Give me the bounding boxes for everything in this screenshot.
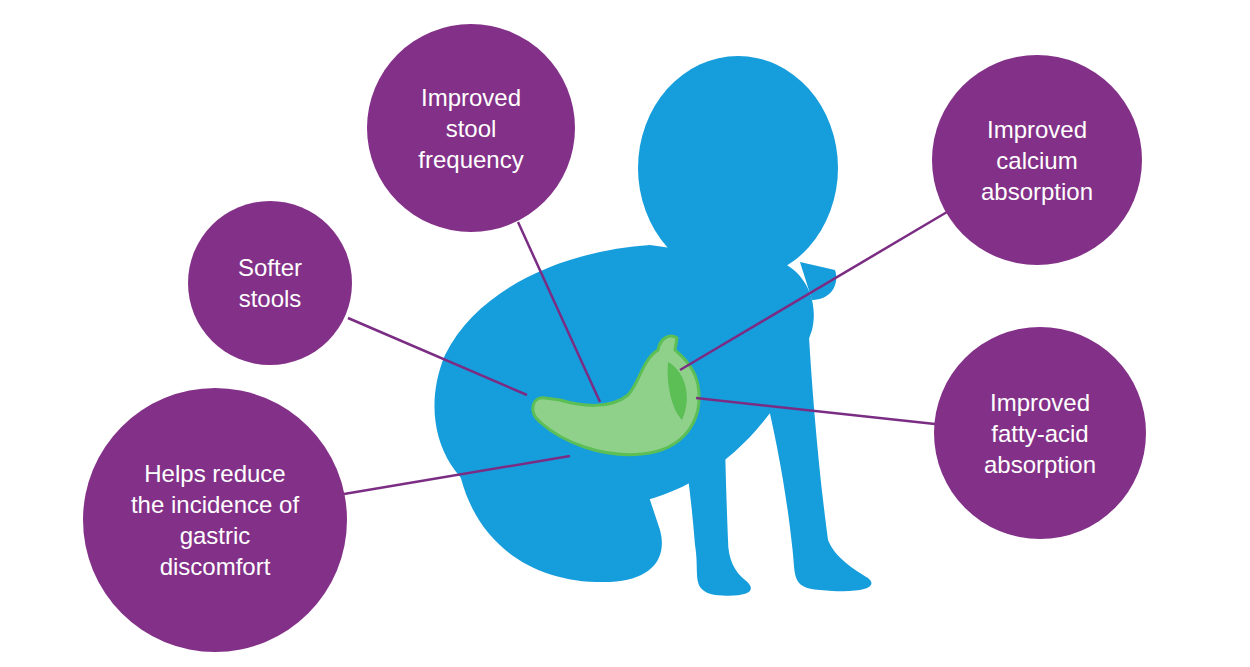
text-group: Improved stool frequency [401, 82, 541, 175]
circle-fill [932, 55, 1142, 265]
text-group: Helps reduce the incidence of gastric di… [128, 458, 303, 582]
benefit-circle: Softer stools [188, 201, 352, 365]
benefit-text: Improved fatty-acid absorption [960, 387, 1120, 480]
leader-line [344, 456, 570, 494]
stomach-organ [533, 336, 699, 455]
benefit-text: Improved calcium absorption [957, 114, 1117, 207]
circle-shape [83, 388, 347, 652]
benefit-circle: Improved stool frequency [367, 24, 575, 232]
benefit-text: Improved stool frequency [401, 82, 541, 175]
leader-line [680, 212, 947, 370]
text-group: Softer stools [220, 252, 320, 314]
circle-fill [83, 388, 347, 652]
benefit-circle: Improved fatty-acid absorption [934, 327, 1146, 539]
text-group: Improved calcium absorption [957, 114, 1117, 207]
leader-line [696, 398, 935, 424]
circle-fill [188, 201, 352, 365]
benefit-text: Helps reduce the incidence of gastric di… [128, 458, 303, 582]
leader-line [348, 318, 527, 395]
circle-fill [934, 327, 1146, 539]
benefit-circle: Improved calcium absorption [932, 55, 1142, 265]
leader-line [518, 222, 600, 402]
circle-fill [367, 24, 575, 232]
benefit-text: Softer stools [220, 252, 320, 314]
circle-shape [188, 201, 352, 365]
text-group: Improved fatty-acid absorption [960, 387, 1120, 480]
benefit-circle: Helps reduce the incidence of gastric di… [83, 388, 347, 652]
leader-lines [344, 212, 947, 494]
